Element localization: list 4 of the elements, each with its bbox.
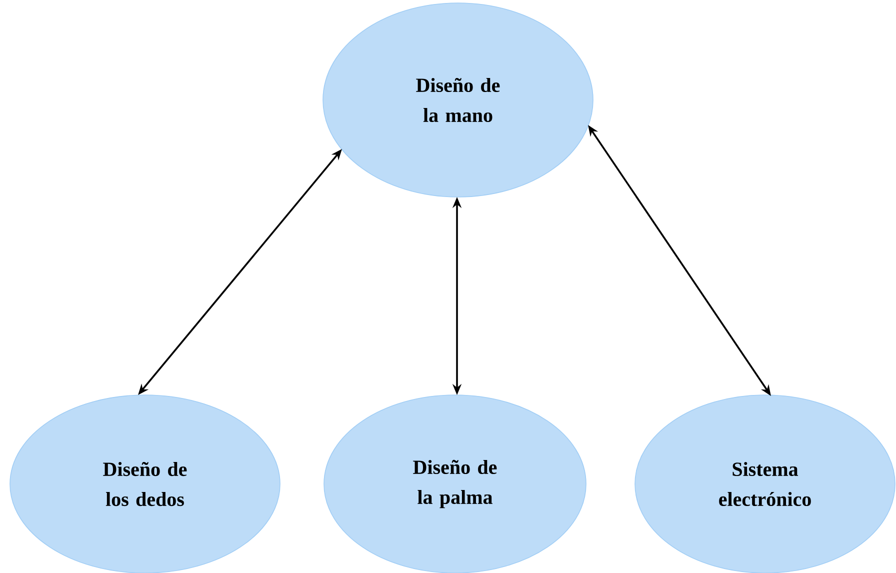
ellipse-node: Diseño de la mano [322, 2, 594, 198]
ellipse-node: Diseño de los dedos [10, 394, 280, 573]
ellipse-node: Diseño de la palma [324, 394, 586, 573]
ellipse-node: Sistema electrónico [634, 394, 896, 573]
